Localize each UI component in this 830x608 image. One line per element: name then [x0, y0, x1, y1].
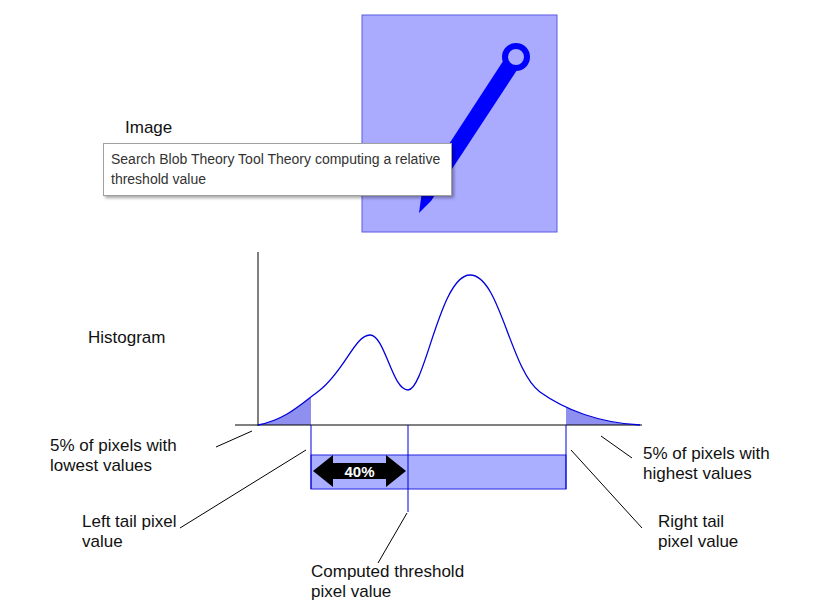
double-arrow-polygon: [313, 455, 406, 487]
leader-line: [216, 431, 252, 447]
histogram-curve: [258, 275, 640, 425]
tooltip-text: Search Blob Theory Tool Theory computing…: [111, 149, 444, 190]
label-text: 5% of pixels with highest values: [643, 444, 813, 485]
left-tail-line: [311, 425, 312, 489]
pointer-ring: [505, 46, 527, 68]
label-text: Histogram: [88, 328, 228, 348]
tooltip-box: Search Blob Theory Tool Theory computing…: [103, 143, 452, 196]
label-text: Image: [125, 118, 245, 138]
leader-line: [180, 450, 306, 528]
x-axis: [235, 425, 642, 426]
percent-label: 40%: [344, 463, 374, 480]
label-text: Computed threshold pixel value: [311, 562, 491, 603]
leader-line: [571, 450, 642, 528]
label-text: 5% of pixels with lowest values: [50, 436, 215, 477]
image-square: [362, 15, 557, 232]
label-text: Left tail pixel value: [82, 512, 178, 553]
threshold-line: [408, 425, 409, 512]
leader-line: [378, 513, 407, 563]
right-tail-line: [566, 425, 567, 489]
double-arrow: 40%: [311, 454, 408, 488]
leader-line: [601, 436, 632, 458]
y-axis: [258, 252, 259, 426]
label-text: Right tail pixel value: [658, 512, 758, 553]
right-tail-fill: [566, 275, 640, 425]
range-bar: [311, 455, 566, 489]
left-tail-fill: [258, 275, 311, 425]
